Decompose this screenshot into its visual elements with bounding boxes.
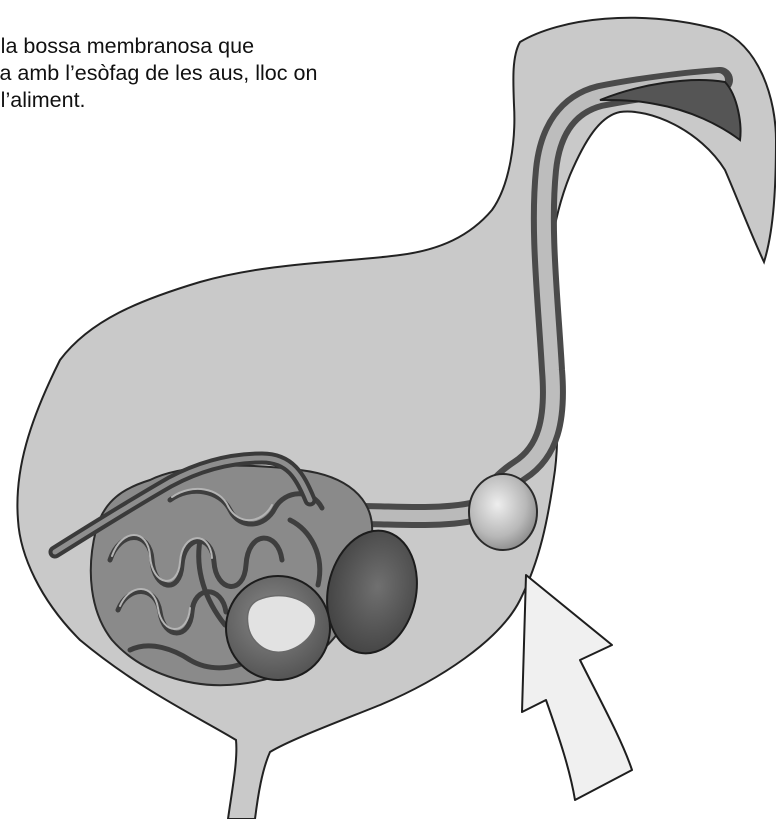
- caption-line-2: nica amb l’esòfag de les aus, lloc on: [0, 60, 492, 87]
- bird-body-silhouette: [17, 18, 776, 819]
- caption-line-1: és la bossa membranosa que: [0, 33, 492, 60]
- crop-organ: [469, 474, 537, 550]
- caption-text: és la bossa membranosa que nica amb l’es…: [0, 33, 492, 114]
- caption-line-3: va l’aliment.: [0, 87, 492, 114]
- pointer-arrow: [522, 575, 632, 800]
